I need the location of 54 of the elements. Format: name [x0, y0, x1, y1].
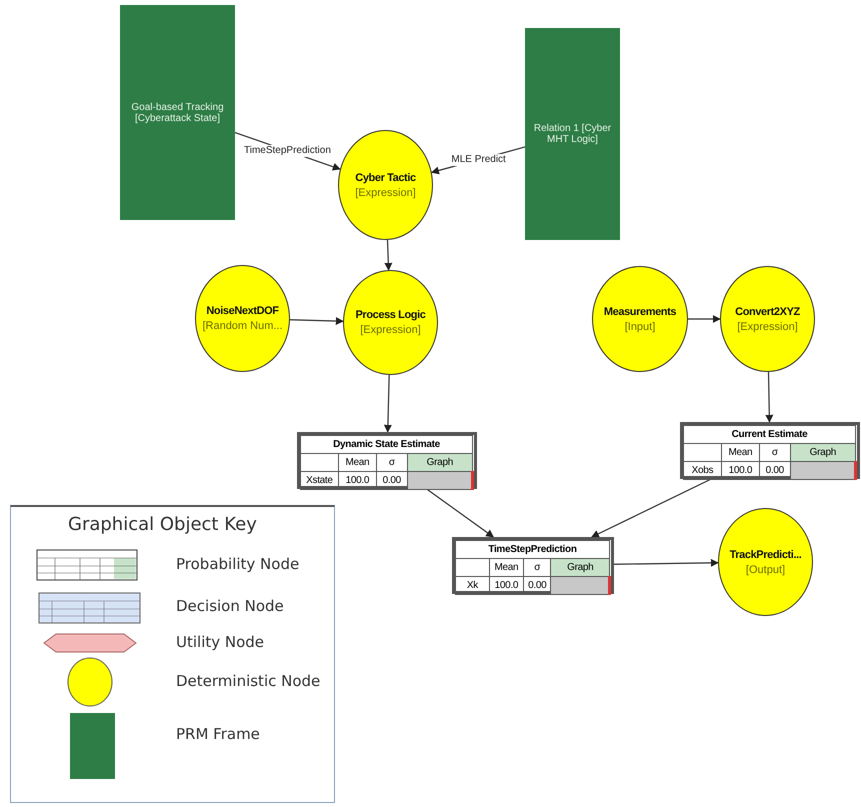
probability-table — [452, 537, 614, 594]
table-title: Current Estimate — [684, 426, 856, 444]
column-header: Graph — [790, 444, 856, 462]
legend-text: PRM Frame — [176, 725, 260, 743]
arrow — [426, 488, 494, 538]
legend-text: Probability Node — [176, 555, 300, 573]
probability-table — [680, 422, 860, 479]
frame-label: Goal-based Tracking [Cyberattack State] — [130, 102, 225, 124]
column-header: Mean — [489, 558, 524, 576]
key-title: Graphical Object Key — [68, 514, 257, 535]
table-cell: 0.00 — [759, 462, 790, 480]
edge-label: MLE Predict — [450, 154, 507, 166]
legend-text: Deterministic Node — [176, 672, 320, 690]
legend-text: Decision Node — [176, 597, 284, 615]
prm-frame — [525, 28, 620, 240]
arrow — [688, 315, 721, 323]
node-type: [Input] — [624, 320, 656, 332]
node-type: [Output] — [746, 564, 786, 576]
column-header: Mean — [338, 454, 376, 472]
arrow — [614, 558, 719, 567]
prm-frame — [120, 5, 235, 220]
table-cell: Xk — [456, 576, 490, 594]
node-type: [Expression] — [360, 324, 421, 336]
table-cell: 100.0 — [338, 472, 376, 490]
node-title: TrackPredicti... — [730, 548, 802, 560]
arrow — [290, 317, 344, 326]
node-title: Cyber Tactic — [355, 172, 416, 184]
probability-table — [297, 432, 477, 489]
legend-text: Utility Node — [176, 633, 264, 651]
arrow — [765, 372, 774, 423]
table-cell: 0.00 — [376, 472, 408, 490]
arrow — [591, 478, 712, 538]
arrow — [384, 240, 392, 271]
node-title: Measurements — [604, 306, 676, 318]
node-type: [Expression] — [737, 320, 798, 332]
table-cell: Xobs — [684, 462, 722, 480]
frame-label: Relation 1 [Cyber MHT Logic] — [532, 123, 612, 145]
table-title: TimeStepPrediction — [456, 540, 610, 558]
arrow — [384, 374, 392, 433]
column-header: σ — [759, 444, 790, 462]
node-title: Process Logic — [356, 309, 426, 321]
node-type: [Expression] — [355, 186, 416, 198]
table-cell: 100.0 — [489, 576, 524, 594]
node-type: [Random Num... — [202, 320, 283, 332]
table-cell: 100.0 — [721, 462, 760, 480]
edge-label: TimeStepPrediction — [243, 144, 332, 157]
node-title: Convert2XYZ — [735, 306, 800, 318]
node-title: NoiseNextDOF — [206, 305, 279, 317]
column-header: Mean — [721, 444, 760, 462]
column-header: Graph — [550, 558, 610, 576]
column-header: σ — [376, 454, 408, 472]
table-cell: Xstate — [300, 472, 338, 490]
column-header: Graph — [407, 454, 472, 472]
table-title: Dynamic State Estimate — [300, 436, 472, 454]
